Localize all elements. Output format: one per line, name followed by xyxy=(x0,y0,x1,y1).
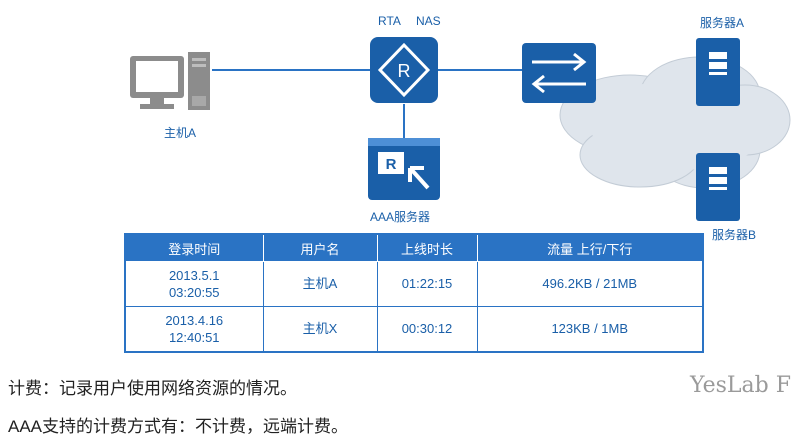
nas-label: NAS xyxy=(416,14,441,28)
cell-username: 主机X xyxy=(262,305,378,353)
host-a-label: 主机A xyxy=(164,126,197,140)
server-b-icon xyxy=(696,153,740,221)
note-accounting-modes: AAA支持的计费方式有：不计费，远端计费。 xyxy=(8,417,349,436)
aaa-server-label: AAA服务器 xyxy=(370,210,431,224)
cell-traffic: 123KB / 1MB xyxy=(476,305,704,353)
note-accounting-definition: 计费：记录用户使用网络资源的情况。 xyxy=(8,379,297,398)
table-row: 2013.4.16 12:40:51 主机X 00:30:12 123KB / … xyxy=(124,305,704,353)
cell-duration: 01:22:15 xyxy=(376,261,478,307)
watermark: YesLab F xyxy=(690,373,791,398)
cell-duration: 00:30:12 xyxy=(376,305,478,353)
header-login-time: 登录时间 xyxy=(124,233,264,262)
cell-traffic: 496.2KB / 21MB xyxy=(476,261,704,307)
table-row: 2013.5.1 03:20:55 主机A 01:22:15 496.2KB /… xyxy=(124,261,704,307)
svg-text:R: R xyxy=(386,156,397,173)
server-b-label: 服务器B xyxy=(712,228,757,242)
cell-login-time: 2013.4.16 12:40:51 xyxy=(124,305,264,353)
router-icon: R xyxy=(370,37,438,103)
cell-login-time: 2013.5.1 03:20:55 xyxy=(124,261,264,307)
switch-icon xyxy=(522,43,596,103)
accounting-table: 登录时间 用户名 上线时长 流量 上行/下行 2013.5.1 03:20:55… xyxy=(124,233,704,353)
server-a-icon xyxy=(696,38,740,106)
table-header-row: 登录时间 用户名 上线时长 流量 上行/下行 xyxy=(124,233,704,262)
rta-label: RTA xyxy=(378,14,401,28)
cell-username: 主机A xyxy=(262,261,378,307)
svg-text:R: R xyxy=(398,61,411,81)
server-a-label: 服务器A xyxy=(700,16,745,30)
header-traffic: 流量 上行/下行 xyxy=(476,233,704,262)
aaa-server-icon: R xyxy=(368,138,440,200)
pc-icon xyxy=(130,52,210,110)
header-online-duration: 上线时长 xyxy=(376,233,478,262)
header-username: 用户名 xyxy=(262,233,378,262)
